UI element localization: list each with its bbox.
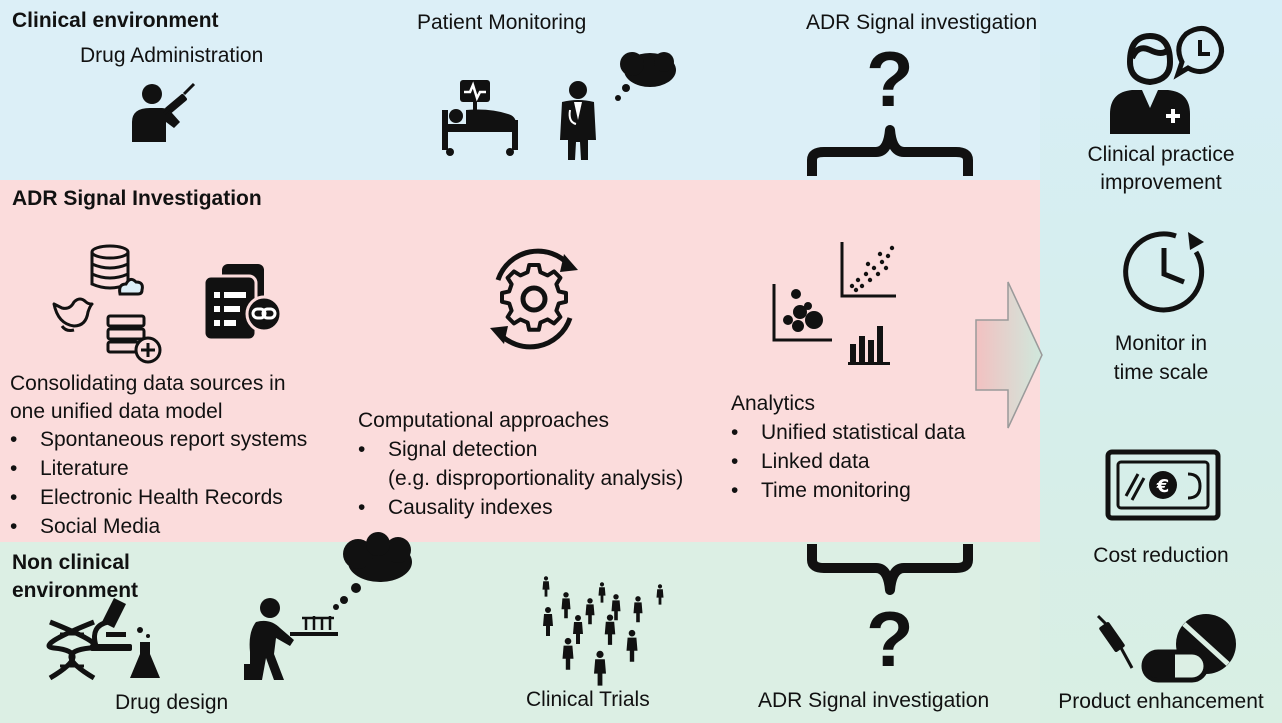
drug-design-label: Drug design bbox=[115, 691, 229, 714]
nonclinical-title-line2: environment bbox=[12, 579, 139, 602]
brace-icon bbox=[807, 544, 973, 595]
hospital-bed-monitor-icon bbox=[442, 80, 518, 156]
clinical-trials-label: Clinical Trials bbox=[526, 688, 650, 711]
sources-heading-line1: Consolidating data sources in bbox=[10, 372, 286, 395]
pills-icon bbox=[1141, 614, 1236, 683]
nonclinical-title-line1: Non clinical bbox=[12, 551, 130, 574]
scatter-plot-icon bbox=[840, 242, 896, 298]
question-mark-icon: ? bbox=[866, 595, 914, 683]
injection-person-icon bbox=[132, 82, 196, 142]
clinical-environment-title: Clinical environment bbox=[12, 9, 219, 32]
list-item: Linked data bbox=[731, 447, 965, 476]
clock-icon bbox=[1123, 231, 1205, 313]
computational-list: Signal detection(e.g. disproportionality… bbox=[358, 435, 683, 522]
adr-signal-bottom-label: ADR Signal investigation bbox=[758, 689, 990, 712]
sources-list: Spontaneous report systems Literature El… bbox=[10, 425, 307, 541]
list-item: Electronic Health Records bbox=[10, 483, 307, 512]
list-item: Literature bbox=[10, 454, 307, 483]
bubble-chart-icon bbox=[772, 284, 832, 342]
drug-administration-label: Drug Administration bbox=[80, 44, 264, 67]
computational-heading: Computational approaches bbox=[358, 409, 609, 432]
crowd-icon bbox=[542, 576, 664, 686]
researcher-icon bbox=[244, 598, 338, 680]
analytics-heading: Analytics bbox=[731, 392, 816, 415]
monitor-line2: time scale bbox=[1113, 361, 1209, 384]
books-add-icon bbox=[106, 314, 162, 364]
cost-reduction-label: Cost reduction bbox=[1093, 544, 1229, 567]
thought-cloud-icon bbox=[615, 52, 676, 101]
list-item: Time monitoring bbox=[731, 476, 965, 505]
list-item: Spontaneous report systems bbox=[10, 425, 307, 454]
doctor-icon bbox=[560, 81, 596, 160]
analytics-list: Unified statistical data Linked data Tim… bbox=[731, 418, 965, 505]
microscope-icon bbox=[90, 598, 132, 651]
list-item: Social Media bbox=[10, 512, 307, 541]
linked-documents-icon bbox=[202, 264, 283, 342]
patient-monitoring-label: Patient Monitoring bbox=[417, 11, 587, 34]
adr-investigation-title: ADR Signal Investigation bbox=[12, 187, 262, 210]
database-cloud-icon bbox=[90, 244, 144, 296]
question-mark-icon: ? bbox=[866, 35, 914, 123]
sources-heading-line2: one unified data model bbox=[10, 400, 223, 423]
thought-cloud-icon bbox=[333, 532, 412, 610]
bird-icon bbox=[52, 297, 94, 332]
flask-icon bbox=[130, 627, 160, 678]
bar-chart-icon bbox=[848, 326, 890, 365]
banknote-euro-icon: € bbox=[1105, 449, 1221, 521]
list-item: Signal detection(e.g. disproportionality… bbox=[358, 435, 683, 493]
clinical-practice-line1: Clinical practice bbox=[1087, 143, 1235, 166]
arrow-icon bbox=[975, 281, 1043, 429]
adr-signal-top-label: ADR Signal investigation bbox=[806, 11, 1038, 34]
syringe-icon bbox=[1096, 614, 1134, 669]
clinical-practice-line2: improvement bbox=[1100, 171, 1222, 194]
list-item: Unified statistical data bbox=[731, 418, 965, 447]
svg-text:€: € bbox=[1156, 476, 1170, 497]
doctor-clock-icon bbox=[1110, 26, 1224, 134]
brace-icon bbox=[807, 125, 973, 176]
monitor-line1: Monitor in bbox=[1114, 332, 1208, 355]
product-enhancement-label: Product enhancement bbox=[1058, 690, 1264, 713]
gear-cycle-icon bbox=[490, 248, 578, 350]
list-item: Causality indexes bbox=[358, 493, 683, 522]
